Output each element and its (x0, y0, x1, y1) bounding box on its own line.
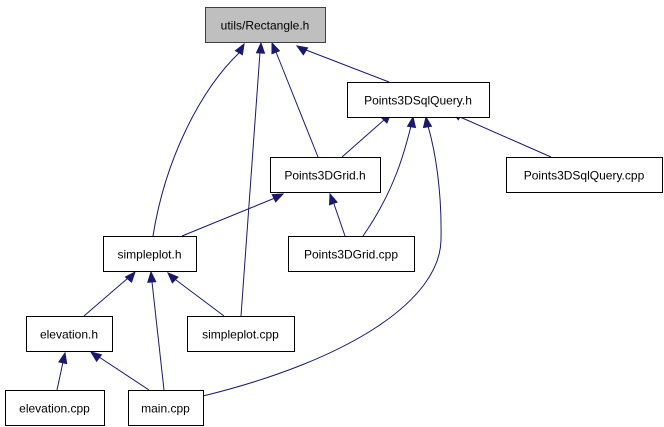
edge-line (152, 51, 241, 237)
node-label: elevation.h (40, 328, 98, 342)
node-box[interactable] (26, 316, 113, 352)
edge-gridh-to-sqlh (341, 112, 392, 158)
arrowhead-icon (147, 270, 157, 283)
edge-spcpp-to-rect (240, 41, 266, 317)
edge-main-to-sqlh (202, 115, 442, 397)
nodes-layer: utils/Rectangle.hPoints3DSqlQuery.hPoint… (5, 7, 663, 426)
node-label: Points3DSqlQuery.cpp (524, 169, 645, 183)
arrowhead-icon (255, 41, 266, 54)
node-label: Points3DSqlQuery.h (364, 94, 472, 108)
edge-line (202, 125, 442, 397)
node-label: simpleplot.cpp (202, 328, 279, 342)
edge-line (83, 277, 129, 317)
arrowhead-icon (295, 45, 309, 56)
node-box[interactable] (347, 82, 490, 118)
node-elevcpp[interactable]: elevation.cpp (5, 390, 105, 426)
edge-gridcpp-to-sqlh (362, 115, 417, 237)
edge-gridcpp-to-gridh (329, 192, 346, 237)
edge-line (175, 279, 225, 317)
node-box[interactable] (5, 390, 105, 426)
node-label: Points3DGrid.cpp (304, 248, 398, 262)
edge-line (275, 51, 319, 158)
node-box[interactable] (205, 7, 326, 43)
arrowhead-icon (58, 351, 68, 365)
edge-line (56, 361, 64, 391)
edge-line (333, 203, 346, 237)
node-label: Points3DGrid.h (284, 169, 365, 183)
node-sqlcpp[interactable]: Points3DSqlQuery.cpp (506, 157, 663, 193)
edge-line (240, 51, 261, 317)
edge-line (151, 281, 165, 391)
node-gridcpp[interactable]: Points3DGrid.cpp (288, 236, 415, 272)
edge-gridh-to-rect (271, 41, 319, 158)
arrowhead-icon (234, 42, 245, 56)
edge-line (98, 356, 150, 391)
edge-line (341, 119, 385, 158)
edge-elevcpp-to-elevh (56, 351, 68, 391)
node-box[interactable] (506, 157, 663, 193)
node-label: simpleplot.h (117, 248, 181, 262)
edge-elevh-to-sph (83, 270, 136, 317)
edge-line (305, 49, 390, 83)
node-sqlh[interactable]: Points3DSqlQuery.h (347, 82, 490, 118)
edge-sph-to-rect (152, 42, 245, 237)
node-gridh[interactable]: Points3DGrid.h (270, 157, 381, 193)
arrowhead-icon (406, 115, 417, 129)
arrowhead-icon (271, 41, 281, 55)
node-label: elevation.cpp (19, 402, 90, 416)
node-box[interactable] (128, 390, 204, 426)
node-box[interactable] (187, 316, 295, 352)
edge-line (181, 197, 276, 237)
node-main[interactable]: main.cpp (128, 390, 204, 426)
node-label: utils/Rectangle.h (221, 19, 310, 33)
edge-main-to-sph (147, 270, 165, 391)
edge-sqlh-to-rect (295, 45, 390, 83)
node-rect[interactable]: utils/Rectangle.h (205, 7, 326, 43)
arrowhead-icon (329, 192, 338, 206)
arrowhead-icon (167, 272, 179, 284)
node-label: main.cpp (141, 402, 190, 416)
node-box[interactable] (288, 236, 415, 272)
edge-line (362, 125, 412, 237)
arrowhead-icon (422, 115, 433, 129)
node-spcpp[interactable]: simpleplot.cpp (187, 316, 295, 352)
node-box[interactable] (270, 157, 381, 193)
node-elevh[interactable]: elevation.h (26, 316, 113, 352)
edge-main-to-elevh (89, 351, 150, 391)
edge-line (459, 116, 552, 158)
arrowhead-icon (124, 270, 136, 284)
edge-spcpp-to-sph (167, 272, 225, 317)
arrowhead-icon (271, 193, 285, 203)
edge-sph-to-gridh (181, 193, 285, 237)
arrowhead-icon (89, 351, 103, 363)
node-sph[interactable]: simpleplot.h (103, 236, 197, 272)
node-box[interactable] (103, 236, 197, 272)
